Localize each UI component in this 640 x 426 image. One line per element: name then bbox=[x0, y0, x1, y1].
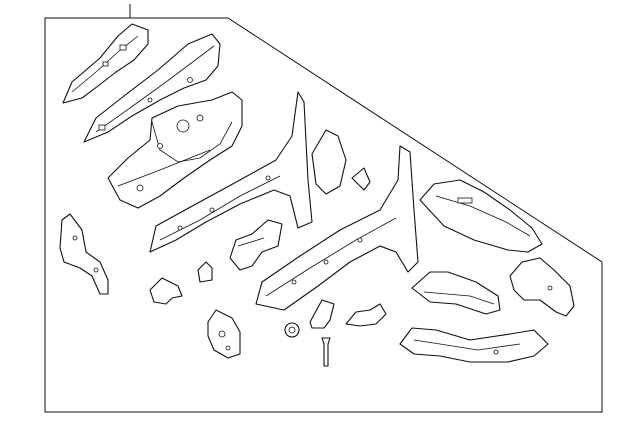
left-vertical-bracket bbox=[59, 213, 109, 295]
strut-tower bbox=[107, 91, 243, 209]
right-apron-panel bbox=[419, 179, 543, 253]
rear-bracket-right bbox=[509, 257, 575, 317]
fasteners bbox=[284, 322, 331, 367]
diagram-frame bbox=[44, 4, 603, 413]
frame-rail-extension bbox=[149, 91, 313, 253]
small-brackets bbox=[149, 219, 283, 305]
upper-rail-bracket bbox=[62, 23, 149, 104]
mid-brackets bbox=[311, 129, 371, 195]
frame-border bbox=[44, 17, 603, 413]
floor-support bbox=[411, 271, 501, 315]
right-frame-rail bbox=[255, 145, 419, 311]
engine-mount-bracket bbox=[207, 309, 241, 359]
lower-rail bbox=[399, 327, 549, 363]
gusset-pieces bbox=[309, 299, 387, 329]
apron-rail bbox=[83, 33, 221, 143]
